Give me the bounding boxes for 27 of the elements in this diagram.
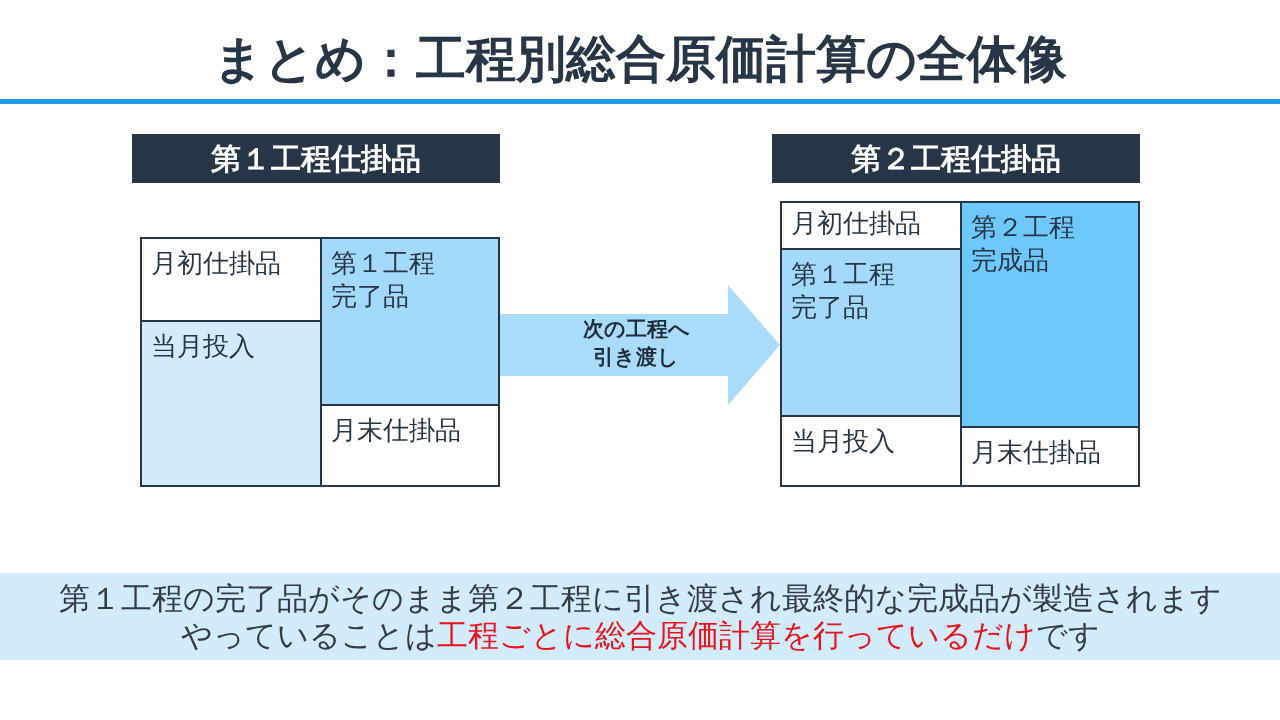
cell-label: 当月投入 xyxy=(791,425,895,458)
header-label: 第２工程仕掛品 xyxy=(851,140,1061,177)
account-cell xyxy=(780,201,962,250)
summary-band xyxy=(0,573,1280,660)
cell-label: 月初仕掛品 xyxy=(791,207,921,240)
account-cell xyxy=(140,320,322,487)
account-cell xyxy=(320,237,500,406)
account-cell xyxy=(320,404,500,487)
block-arrow xyxy=(500,285,780,405)
cell-label: 第２工程完成品 xyxy=(971,211,1076,277)
cell-label: 第１工程完了品 xyxy=(791,258,896,324)
header-label: 第１工程仕掛品 xyxy=(211,140,421,177)
cell-label: 第１工程完了品 xyxy=(331,247,436,313)
account-cell xyxy=(960,426,1140,487)
account-cell xyxy=(780,415,962,487)
account-cell xyxy=(960,201,1140,428)
summary-text: やっていることは工程ごとに総合原価計算を行っているだけです xyxy=(180,616,1100,654)
cell-label: 当月投入 xyxy=(151,330,255,363)
header-bar xyxy=(772,134,1140,183)
summary-text: 第１工程の完了品がそのまま第２工程に引き渡され最終的な完成品が製造されます xyxy=(58,579,1222,617)
title: まとめ：工程別総合原価計算の全体像 xyxy=(213,29,1067,90)
cell-label: 月末仕掛品 xyxy=(331,414,461,447)
cell-label: 月初仕掛品 xyxy=(151,247,281,280)
header-bar xyxy=(132,134,500,183)
account-cell xyxy=(780,248,962,417)
account-cell xyxy=(140,237,322,322)
cell-label: 月末仕掛品 xyxy=(971,436,1101,469)
